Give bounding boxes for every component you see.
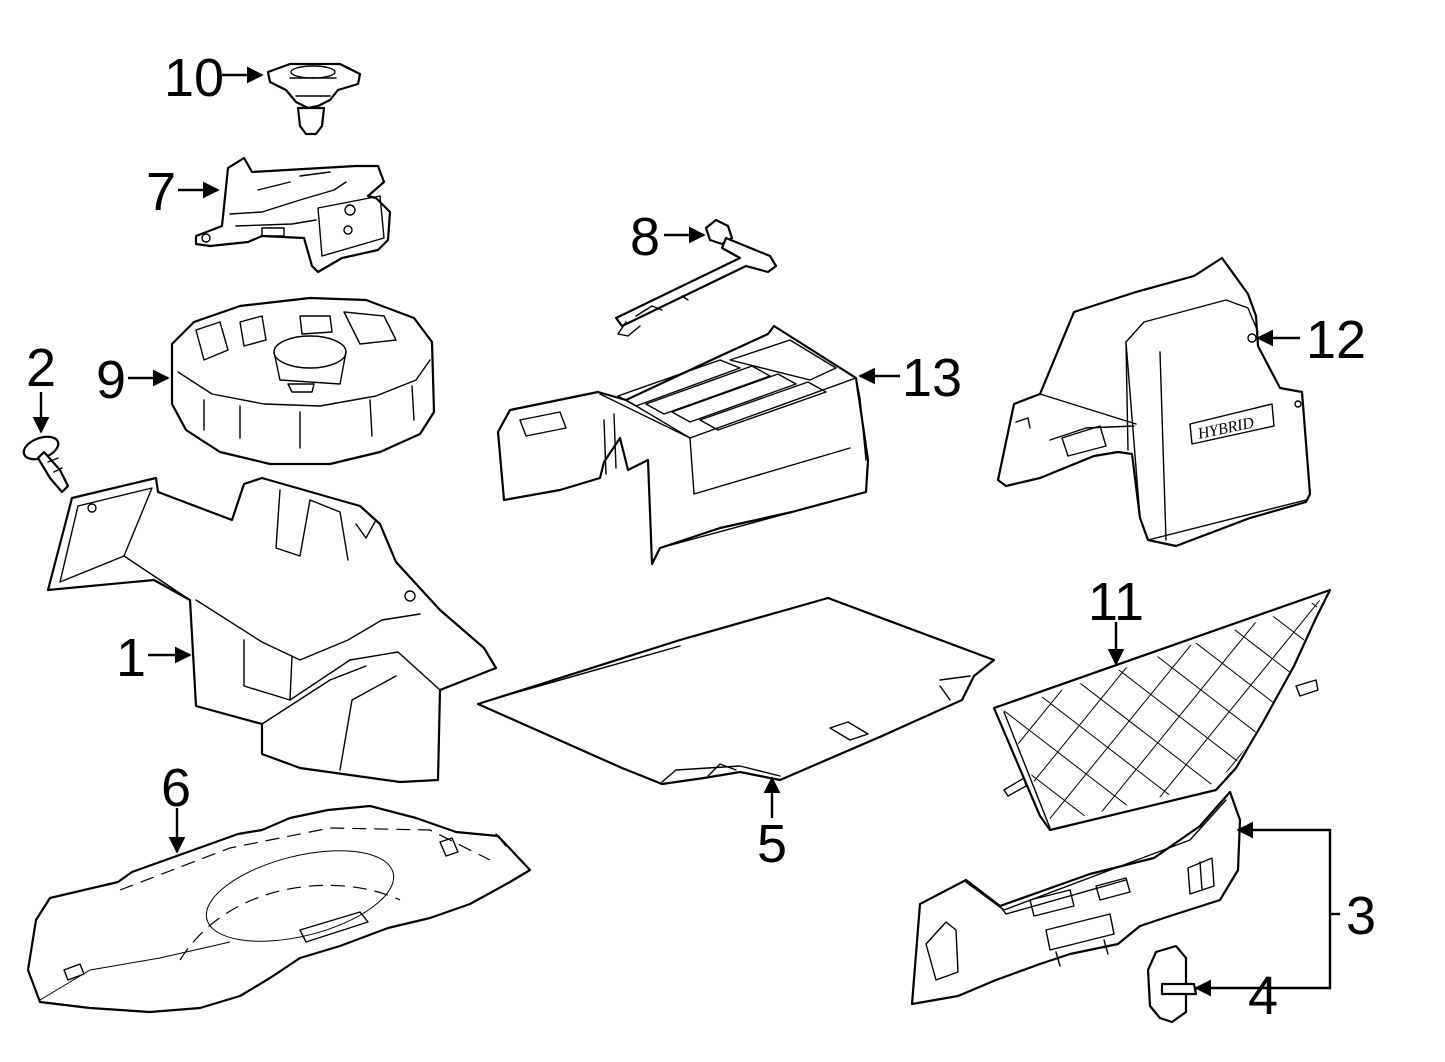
part-7-jack (194, 156, 392, 274)
callout-12: 12 (1306, 310, 1366, 370)
cover-slots (617, 339, 837, 431)
part-5-floor-board (476, 596, 996, 786)
callout-3: 3 (1346, 886, 1376, 946)
part-6-floor-mat (26, 804, 532, 1014)
callout-2: 2 (26, 338, 56, 398)
callout-9: 9 (96, 350, 126, 410)
part-13-storage-cover (496, 324, 870, 566)
part-4-clip (1146, 944, 1198, 1024)
leader-3-upper (1236, 821, 1332, 914)
leader-3-lower (1194, 914, 1332, 997)
callout-8: 8 (630, 207, 660, 267)
part-8-lug-wrench (614, 218, 778, 337)
part-12-rear-side-trim: HYBRID (996, 256, 1312, 548)
callout-7: 7 (146, 162, 176, 222)
part-10-cap (266, 62, 362, 136)
leader-lines (32, 66, 1340, 997)
callout-1: 1 (116, 628, 146, 688)
part-2-clip (22, 435, 70, 494)
part-3-sill-plate (910, 790, 1242, 1006)
callout-13: 13 (902, 348, 962, 408)
callout-11: 11 (1088, 572, 1144, 632)
callout-5: 5 (757, 814, 787, 874)
part-1-side-trim (46, 476, 498, 784)
callout-6: 6 (161, 758, 191, 818)
callout-4: 4 (1248, 966, 1278, 1026)
part-9-tool-tray (170, 296, 436, 466)
callout-10: 10 (164, 48, 224, 108)
callout-labels: 10 7 9 2 1 6 8 13 12 5 11 3 4 (26, 48, 1376, 1026)
